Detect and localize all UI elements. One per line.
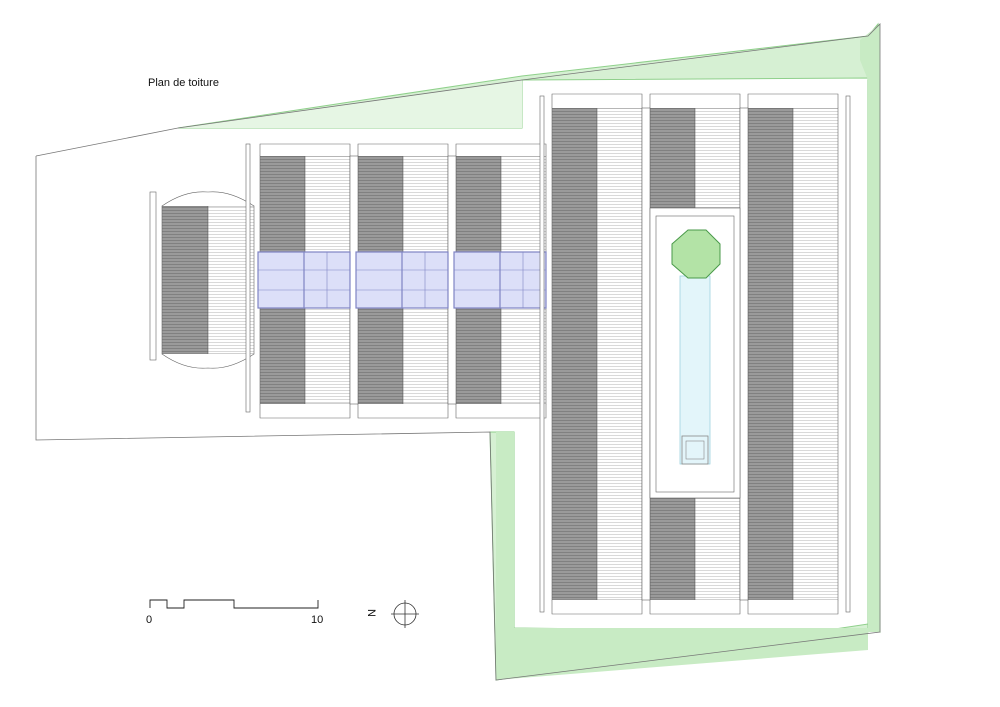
scale-end-label: 10	[311, 614, 324, 626]
tree-icon	[671, 229, 721, 279]
north-label: N	[364, 609, 377, 617]
patio	[649, 207, 741, 499]
skylight-2	[355, 251, 449, 309]
roof-block-east	[539, 93, 851, 615]
skylight-3	[453, 251, 547, 309]
skylights	[257, 251, 547, 309]
site-outline	[35, 23, 881, 681]
skylight-1	[257, 251, 351, 309]
roof-block-west	[149, 191, 255, 369]
scale-start-label: 0	[146, 614, 153, 626]
scale-bar	[149, 599, 319, 609]
pool-basin	[681, 435, 709, 465]
drawing-title: Plan de toiture	[148, 77, 219, 89]
north-arrow-icon	[391, 600, 419, 628]
